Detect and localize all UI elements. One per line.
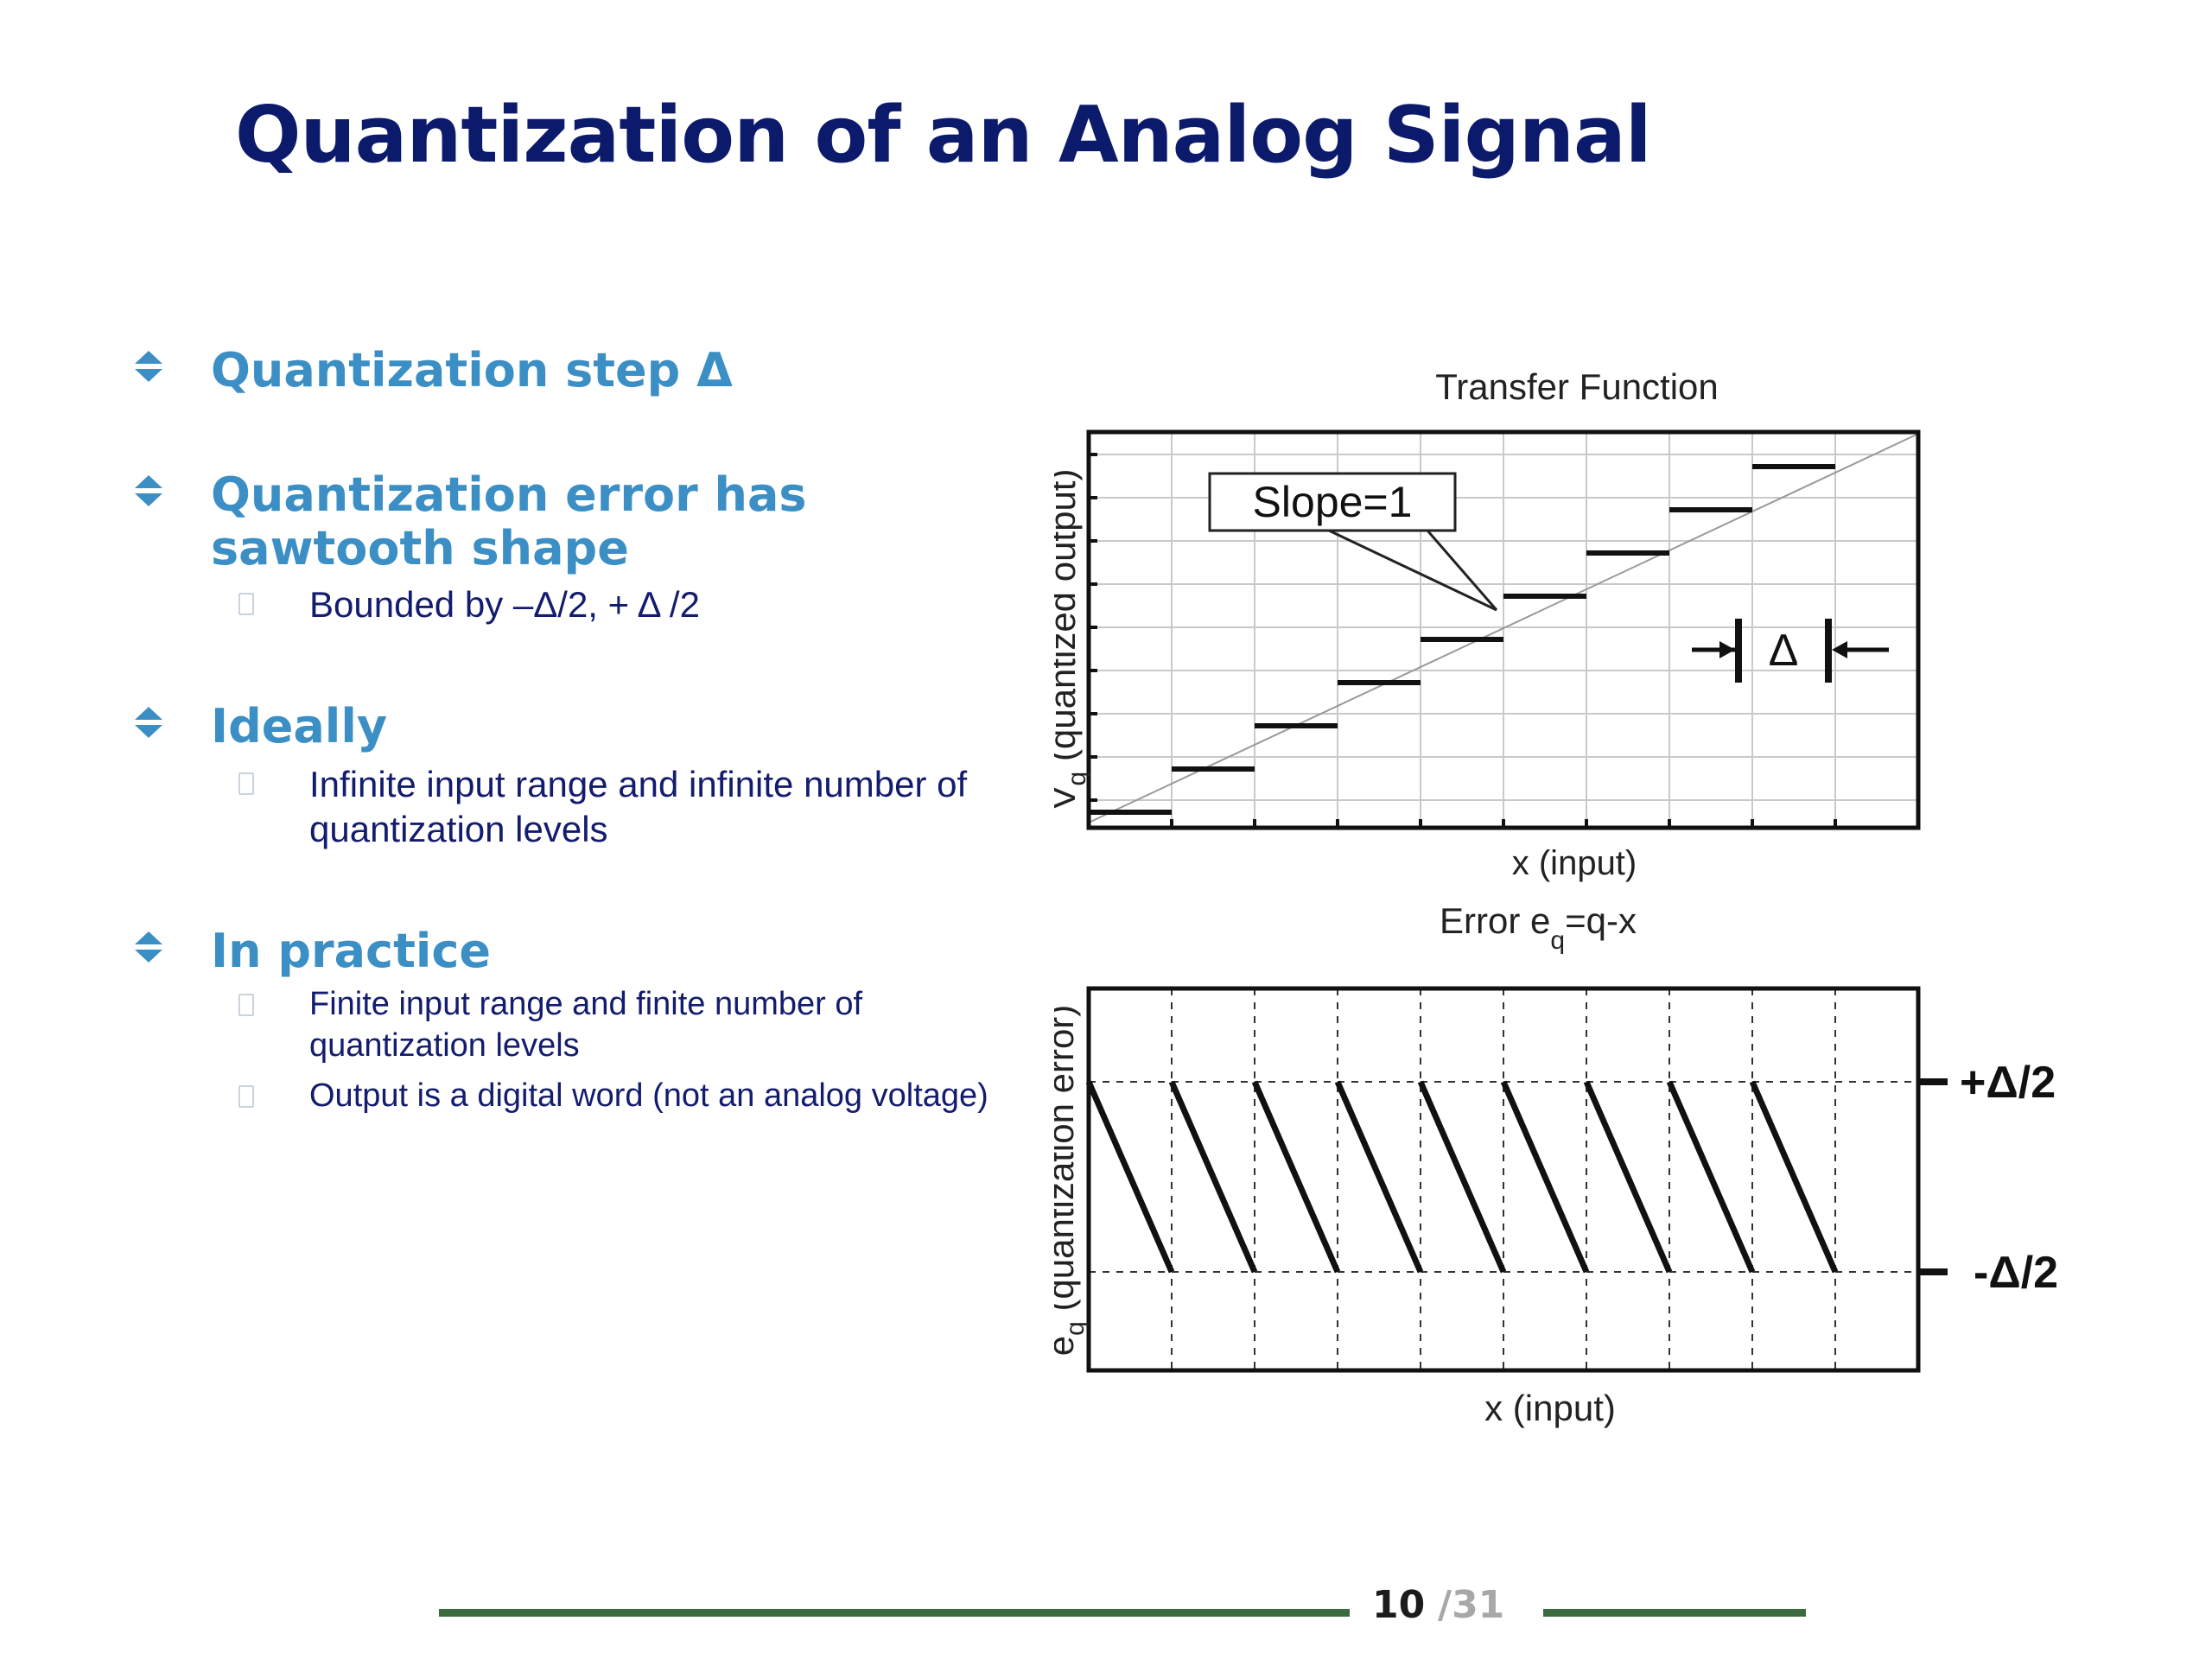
page-title: Quantization of an Analog Signal: [235, 90, 1652, 181]
error-plot-frame: [1086, 986, 1921, 1373]
sub-bullet-finite: Finite input range and finite number of …: [309, 986, 863, 1064]
error-xlabel: x (input): [1484, 1388, 1616, 1428]
ideal-slope-line: [1088, 433, 1919, 823]
transfer-xlabel: x (input): [1512, 844, 1637, 882]
transfer-plot-frame: [1086, 429, 1921, 830]
diamond-arrows-icon: [135, 475, 162, 506]
sawtooth-segment: [1749, 1080, 1839, 1274]
sub-bullet-icon: [238, 994, 254, 1016]
callout-pointer: [1426, 530, 1498, 611]
sawtooth-segment: [1666, 1080, 1756, 1274]
plus-half-delta-label: +Δ/2: [1960, 1058, 2056, 1108]
footer-line-left: [439, 1609, 1350, 1617]
page-number-current: 10: [1372, 1583, 1426, 1627]
bullet-sawtooth: Quantization error has sawtooth shape: [211, 467, 807, 575]
diamond-arrows-icon: [135, 351, 162, 382]
sawtooth-segment: [1334, 1080, 1424, 1274]
sawtooth-segment: [1417, 1080, 1507, 1274]
transfer-steps: [1089, 464, 1835, 815]
sub-bullet-icon: [238, 772, 254, 795]
error-sawtooth: [1085, 1080, 1839, 1274]
bullet-in-practice: In practice: [211, 924, 492, 978]
bullet-ideally: Ideally: [211, 699, 388, 753]
diamond-arrows-icon: [135, 707, 162, 738]
transfer-title: Transfer Function: [1435, 366, 1719, 407]
quantization-figure: Transfer Function: [1054, 366, 2058, 1428]
error-ylabel: eq (quantization error): [1054, 1005, 1090, 1357]
sub-bullet-icon: [238, 593, 254, 615]
sawtooth-segment: [1583, 1080, 1673, 1274]
sawtooth-segment: [1085, 1080, 1175, 1274]
footer-line-right: [1543, 1609, 1806, 1617]
callout-pointer: [1328, 529, 1497, 612]
error-title: Error eq=q-x: [1440, 900, 1637, 955]
transfer-ylabel: Vq (quantized output): [1054, 469, 1091, 810]
sawtooth-segment: [1168, 1080, 1258, 1274]
sub-bullet-infinite: Infinite input range and infinite number…: [309, 764, 968, 849]
slope-label: Slope=1: [1253, 478, 1413, 526]
page-number-total: /31: [1438, 1583, 1505, 1627]
diamond-arrows-icon: [135, 931, 162, 963]
delta-label: Δ: [1769, 626, 1799, 676]
bullet-quantization-step: Quantization step Δ: [211, 343, 733, 397]
sub-bullet-icon: [238, 1085, 254, 1108]
sawtooth-segment: [1251, 1080, 1341, 1274]
minus-half-delta-label: -Δ/2: [1974, 1248, 2058, 1298]
slope-callout-box: [1208, 472, 1457, 532]
delta-marker: [1692, 619, 1889, 683]
sawtooth-segment: [1500, 1080, 1590, 1274]
sub-bullet-digital-word: Output is a digital word (not an analog …: [309, 1077, 988, 1114]
sub-bullet-bounded: Bounded by –Δ/2, + Δ /2: [309, 584, 700, 625]
